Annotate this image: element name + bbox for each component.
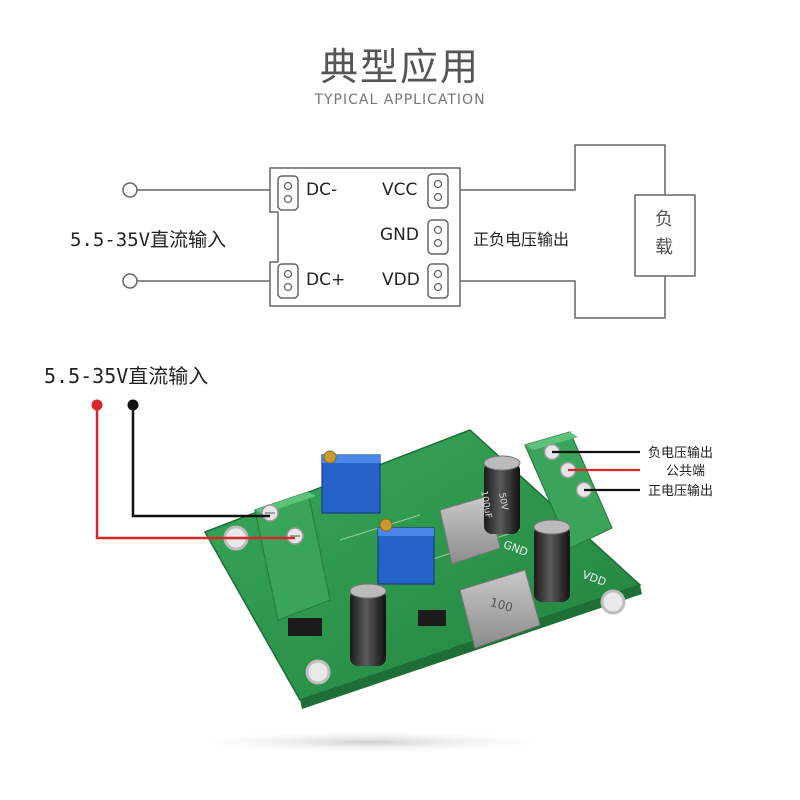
page-subtitle: TYPICAL APPLICATION [314, 92, 486, 108]
input-terminal-block [254, 491, 331, 621]
pin-dc-plus-pad [277, 263, 299, 299]
output-wire-bottom [460, 276, 666, 319]
load-label: 负载 [655, 209, 673, 258]
electrolytic-capacitor [533, 519, 571, 602]
pcb-edge [300, 585, 642, 709]
page-title: 典型应用 [319, 45, 480, 89]
mount-hole [305, 659, 331, 685]
neg-output-label: 负电压输出 [648, 446, 714, 461]
smd-chip [288, 618, 322, 636]
pos-output-label: 正电压输出 [648, 484, 714, 499]
photo-input-label: 5.5-35V直流输入 [44, 364, 209, 388]
red-wire [95, 405, 295, 540]
pin-vdd-pad [427, 263, 449, 299]
pin-vdd-label: VDD [382, 270, 420, 290]
pin-dc-minus-label: DC- [306, 180, 338, 200]
output-voltage-label: 正负电压输出 [473, 230, 570, 249]
pin-gnd-pad [427, 219, 449, 255]
trimmer-potentiometer [377, 518, 435, 585]
pin-vcc-pad [427, 173, 449, 209]
trimmer-potentiometer [321, 450, 381, 514]
pin-dc-plus-label: DC+ [306, 270, 346, 290]
pin-gnd-label: GND [380, 225, 419, 245]
common-label: 公共端 [666, 464, 706, 479]
smd-chip [418, 610, 446, 626]
mount-hole [600, 589, 626, 615]
black-wire [131, 405, 270, 518]
output-wire-top [460, 144, 666, 195]
module-outline [269, 167, 461, 307]
pin-vcc-label: VCC [382, 180, 418, 200]
pin-dc-minus-pad [277, 175, 299, 211]
board-shadow [170, 730, 570, 754]
load-box [634, 194, 696, 277]
schematic-input-label: 5.5-35V直流输入 [70, 229, 227, 251]
electrolytic-capacitor [483, 455, 521, 534]
electrolytic-capacitor [349, 583, 387, 666]
power-inductor [459, 569, 541, 649]
output-terminal-block [524, 431, 613, 549]
